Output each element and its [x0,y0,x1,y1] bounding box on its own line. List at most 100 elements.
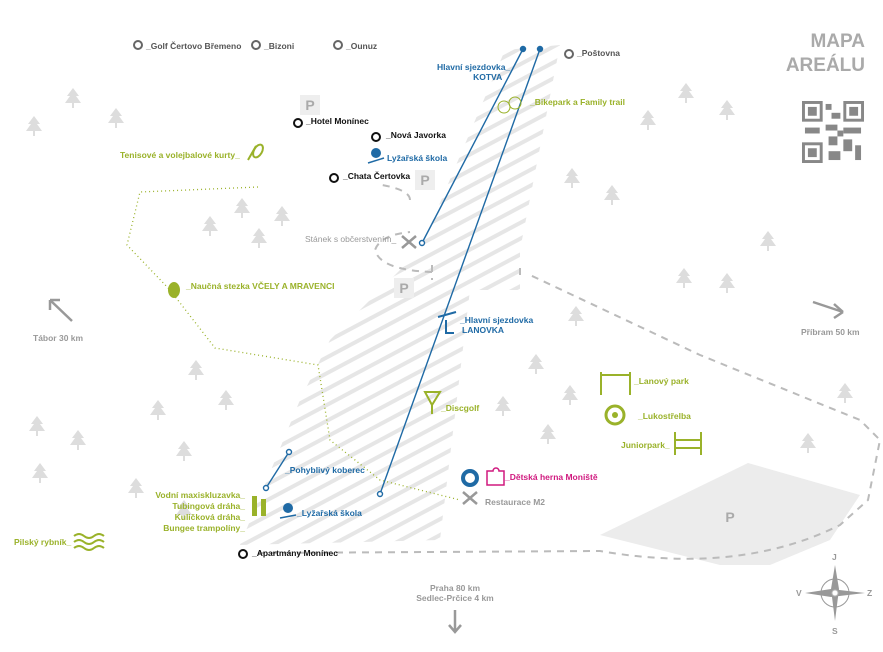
place-chata-certovka[interactable]: _Chata Čertovka [343,171,411,181]
tree-icon [568,306,584,326]
ski-school-label[interactable]: Lyžařská škola [387,153,448,163]
rope-park-label[interactable]: _Lanový park [634,376,689,386]
direction-praha: Praha 80 km [429,583,481,593]
tree-icon [528,354,544,374]
lift-kotva[interactable]: Hlavní sjezdovka_KOTVA [437,62,510,82]
tree-icon [719,273,735,293]
place-apartmany-moninec[interactable]: _Apartmány Monínec [252,548,338,558]
nature-trail [126,186,461,501]
compass-south: S [832,626,838,636]
place-marker [333,40,343,50]
place-nova-javorka[interactable]: _Nová Javorka [386,130,447,140]
tree-icon [760,231,776,251]
juniorpark-icon [674,432,702,455]
qr-code-icon[interactable] [802,101,864,163]
activity-icons [73,96,702,551]
juniorpark-label[interactable]: Juniorpark_ [621,440,670,450]
tree-icon [188,360,204,380]
lift-kotva-line1: Hlavní sjezdovka_ [437,62,511,72]
place-golf[interactable]: _Golf Čertovo Břemeno [146,41,242,51]
place-marker [238,549,248,559]
tree-icon [26,116,42,136]
snack-stand-label[interactable]: Stánek s občerstvením_ [305,234,397,244]
place-ounuz[interactable]: _Ounuz [346,41,378,51]
tree-icon [495,396,511,416]
restaurant-label[interactable]: Restaurace M2 [485,497,546,507]
place-marker [293,118,303,128]
tree-icon [65,88,81,108]
trees [26,83,853,520]
kids-playroom-label[interactable]: _Dětská herna Moniště [505,472,598,482]
direction-tabor: Tábor 30 km [33,333,84,343]
place-postovna[interactable]: _Poštovna [577,48,620,58]
tree-icon [719,100,735,120]
place-marker [329,173,339,183]
blue-icons [279,148,479,519]
bikepark-label[interactable]: _Bikepark a Family trail [530,97,625,107]
tree-icon [150,400,166,420]
cutlery-icons [401,235,478,505]
parking-sign: P [394,278,414,298]
ball-track-label[interactable]: Kuličková dráha_ [174,512,245,522]
water-slide-label[interactable]: Vodní maxiskluzavka_ [155,490,245,500]
parking-sign: P [415,170,435,190]
tree-icon [837,383,853,403]
discgolf-icon [423,391,442,414]
attractions-list: Vodní maxiskluzavka_ Tubingová dráha_ Ku… [155,490,245,534]
skier-icon [371,148,381,158]
tree-icon [540,424,556,444]
parking-sign: P [300,95,320,115]
skier-icon [283,503,293,513]
gear-icon [461,469,479,487]
place-bizoni[interactable]: _Bizoni [264,41,295,51]
parking-sign: P [725,509,735,525]
parking-area [600,463,860,565]
tree-icon [676,268,692,288]
direction-arrows [48,298,844,634]
bungee-label[interactable]: Bungee trampolíny_ [163,523,245,533]
moving-carpet-label[interactable]: _Pohyblivý koberec [285,465,365,475]
direction-sedlec: Sedlec-Prčice 4 km [416,593,494,604]
people-icon [252,496,257,516]
compass-north: J [832,552,837,562]
tree-icon [108,108,124,128]
ski-school-label-2[interactable]: _Lyžařská škola [297,508,362,518]
tree-icon [274,206,290,226]
compass-west: V [796,588,802,598]
pond-label[interactable]: Pilský rybník_ [14,537,72,547]
archery-label[interactable]: _Lukostřelba [638,411,691,421]
nature-trail-label[interactable]: _Naučná stezka VČELY A MRAVENCI [186,281,335,291]
tree-icon [640,110,656,130]
lifts [262,45,544,498]
target-icon [604,404,626,426]
tree-icon [202,216,218,236]
lift-kotva-line2: KOTVA [473,72,503,83]
tree-icon [176,500,192,520]
tree-icon [800,433,816,453]
title-line-2: AREÁLU [785,54,865,76]
place-hotel-moninec[interactable]: _Hotel Monínec [306,116,369,126]
compass-rose-icon [805,565,865,621]
tree-icon [29,416,45,436]
tubing-label[interactable]: Tubingová dráha_ [172,501,245,511]
tree-icon [176,441,192,461]
chairlift-icon [437,311,457,334]
tree-icon [32,463,48,483]
tennis-label[interactable]: Tenisové a volejbalové kurty_ [120,150,240,160]
discgolf-label[interactable]: _Discgolf [441,403,480,413]
title-line-1: MAPA [810,31,865,52]
tree-icon [678,83,694,103]
lift-lanovka-line1: _Hlavní sjezdovka [460,315,534,325]
place-marker [251,40,261,50]
tree-icon [218,390,234,410]
tree-icon [604,185,620,205]
bee-icon [168,282,180,298]
tree-icon [251,228,267,248]
tree-icon [128,478,144,498]
tree-icon [70,430,86,450]
